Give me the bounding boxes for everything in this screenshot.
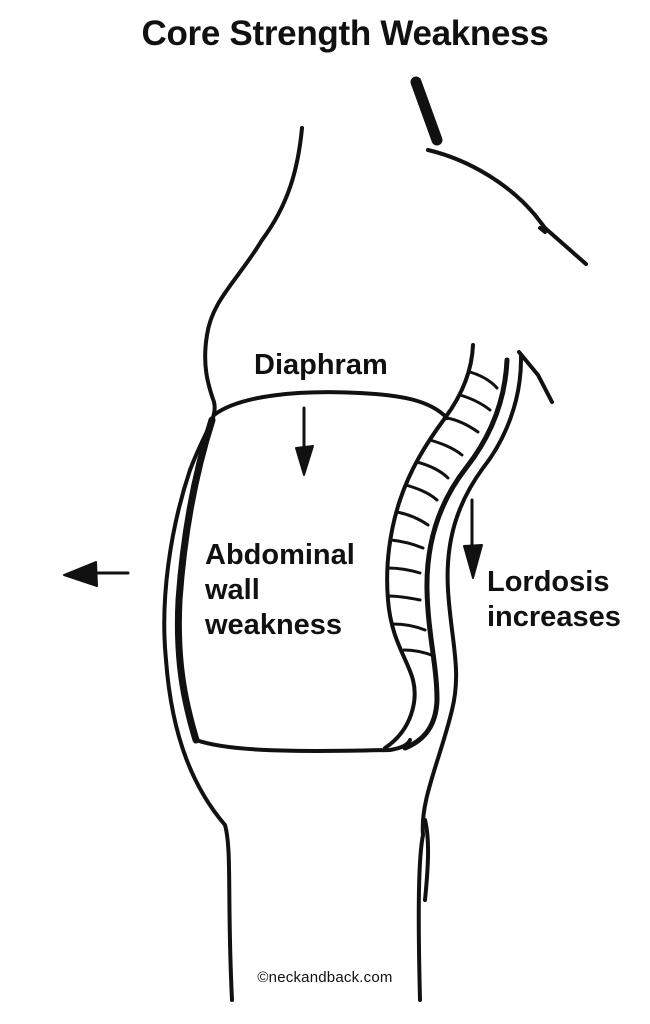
shoulder-outline [410,76,443,146]
lordosis-label-line-2: increases [487,601,621,633]
front-body-outline [162,126,304,1002]
abdominal-floor [194,738,412,753]
abdominal-wall-label: Abdominal wall weakness [205,538,355,643]
vertebrae-segments [386,370,499,658]
abdominal-outward-arrowhead [63,561,98,587]
abdominal-wall-inner [174,416,216,744]
abdominal-label-line-1: Abdominal [205,539,355,571]
lordosis-label-line-1: Lordosis [487,566,610,598]
spine-outer-line [416,353,524,1002]
spine-back-tip [517,350,554,404]
diaphragm-dome [212,390,449,420]
upper-back-outline [426,148,588,266]
copyright-notice: ©neckandback.com [257,969,393,986]
lordosis-label: Lordosis increases [487,565,621,635]
spine-inner-line [383,343,475,750]
diaphragm-label: Diaphram [254,349,388,381]
abdominal-label-line-3: weakness [205,609,343,641]
diaphragm-arrowhead [295,445,314,476]
abdominal-label-line-2: wall [205,574,260,606]
spine-middle-line [402,357,510,751]
back-leg-outline [423,818,431,902]
lordosis-arrowhead [463,544,483,579]
diagram-title: Core Strength Weakness [141,14,549,53]
